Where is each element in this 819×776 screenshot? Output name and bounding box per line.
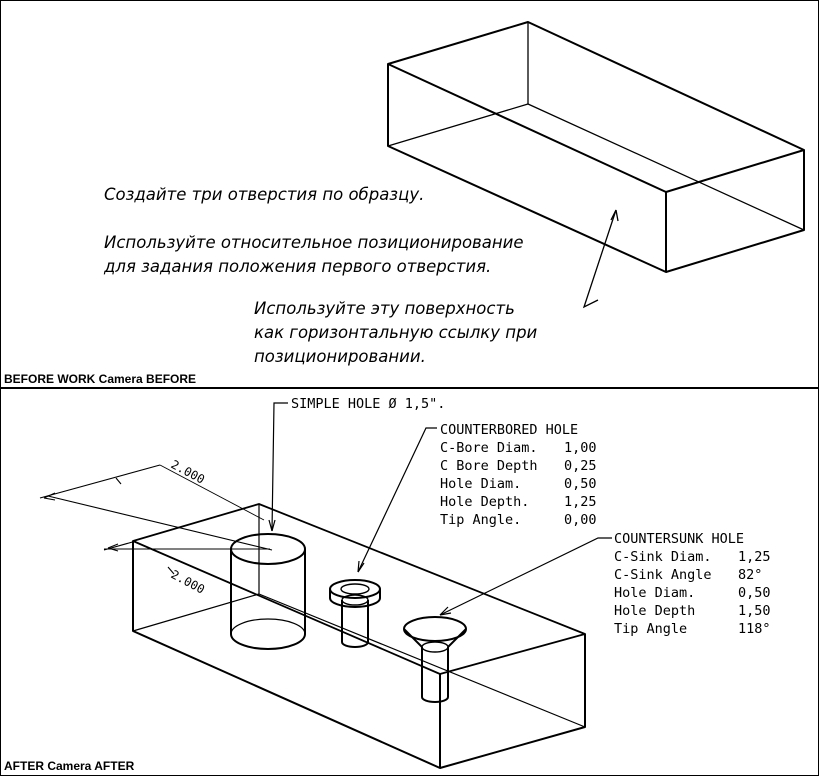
instruction-line-5: как горизонтальную ссылку при [254,323,538,342]
cs-row-value: 82° [738,567,762,583]
cb-row-label: Hole Diam. [440,476,521,492]
countersunk-table: C-Sink Diam. 1,25 C-Sink Angle 82° Hole … [614,549,771,637]
dimension-upper: 2.000 [169,457,207,486]
dimension-lines [39,464,273,575]
cb-row-label: C-Bore Diam. [440,440,538,456]
instruction-line-3: для задания положения первого отверстия. [103,257,491,276]
cb-row-label: Hole Depth. [440,494,529,510]
before-block [387,21,805,273]
instruction-line-2: Используйте относительное позиционирован… [104,233,524,252]
cb-row-value: 0,00 [564,512,597,528]
counterbored-table: C-Bore Diam. 1,00 C Bore Depth 0,25 Hole… [440,440,597,528]
cb-row-value: 1,00 [564,440,597,456]
instruction-line-4: Используйте эту поверхность [254,299,515,318]
cs-row-value: 1,25 [738,549,771,565]
cb-row-value: 0,25 [564,458,597,474]
cb-row-label: Tip Angle. [440,512,521,528]
cs-row-label: Hole Depth [614,603,695,619]
viewport-divider [0,387,819,389]
simple-hole-shape [230,533,306,650]
cs-row-label: C-Sink Diam. [614,549,712,565]
counterbored-hole-shape [329,579,381,648]
countersunk-hole-shape [403,616,467,703]
dimension-lower: 2.000 [169,567,207,596]
counterbored-title: COUNTERBORED HOLE [440,422,578,438]
viewport-caption-before: BEFORE WORK Camera BEFORE [4,372,197,386]
cb-row-label: C Bore Depth [440,458,538,474]
instruction-line-1: Создайте три отверстия по образцу. [104,185,424,204]
instruction-line-6: позиционировании. [254,347,426,366]
surface-leader [582,209,619,309]
viewport-caption-after: AFTER Camera AFTER [4,759,135,773]
cs-row-value: 0,50 [738,585,771,601]
cs-row-label: Hole Diam. [614,585,695,601]
cs-row-value: 118° [738,621,771,637]
cb-row-value: 1,25 [564,494,597,510]
cs-row-label: C-Sink Angle [614,567,712,583]
cs-row-label: Tip Angle [614,621,687,637]
cs-row-value: 1,50 [738,603,771,619]
countersunk-title: COUNTERSUNK HOLE [614,531,744,547]
after-block [132,503,586,769]
simple-hole-label: SIMPLE HOLE Ø 1,5". [291,396,445,412]
hole-leaders [268,402,612,616]
cb-row-value: 0,50 [564,476,597,492]
